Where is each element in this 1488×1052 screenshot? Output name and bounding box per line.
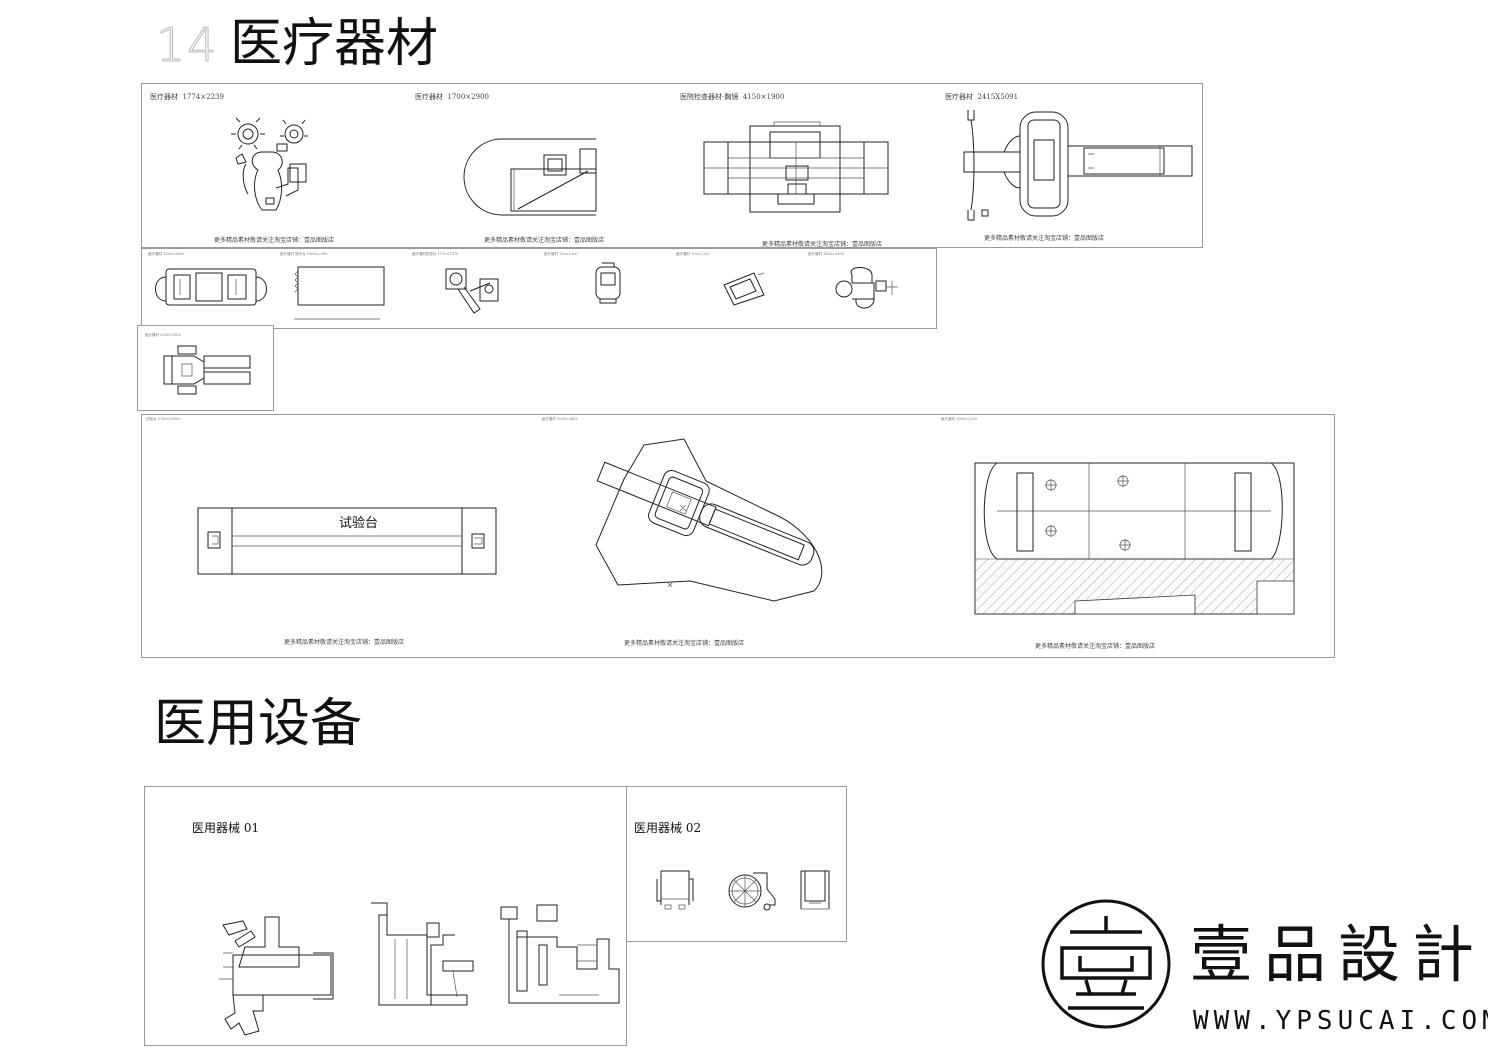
drawing-sheet-d: 试验台 3700×13000 医疗器材 5000×3400 医疗器材 3000×…	[141, 414, 1335, 658]
examination-machine-drawing	[704, 122, 888, 212]
drawing-sheet-f: 医用器械 02	[626, 786, 847, 942]
wheelchair-side-drawing	[727, 869, 777, 913]
wheelchair-front-drawing	[657, 869, 693, 911]
section-title: 医疗器材	[230, 14, 439, 74]
sheet-b-item-3-caption: 医疗器材检查仪 1170×1570	[412, 252, 459, 256]
medical-apparatus-3-drawing	[499, 905, 621, 1005]
drawing-sheet-a: 医疗器材 1774×2239 医疗器材 1700×2900 医院检查器材-胸镜 …	[141, 83, 1203, 248]
treatment-chair-drawing	[164, 346, 254, 396]
sheet-a-item-3-note: 更多精品素材敬请关注淘宝店铺：壹品图版店	[762, 241, 883, 248]
brand-url: WWW.YPSUCAI.COM	[1193, 1006, 1488, 1036]
section-2-title: 医用设备	[154, 694, 363, 754]
drawing-sheet-c: 医疗器材 2000×3500	[137, 325, 274, 411]
sheet-d-item-3-caption: 医疗器材 3000×2200	[941, 417, 977, 421]
rotated-surgical-table-drawing	[584, 435, 834, 605]
sheet-a-item-2-caption: 医疗器材 1700×2900	[415, 93, 489, 101]
sheet-b-item-2-caption: 医疗器材 操作台 1000×2300	[280, 252, 328, 256]
test-bench-drawing	[198, 508, 498, 576]
tilted-device-drawing	[722, 271, 766, 305]
sheet-d-item-2-caption: 医疗器材 5000×3400	[542, 417, 578, 421]
sheet-a-item-4-note: 更多精品素材敬请关注淘宝店铺：壹品图版店	[984, 235, 1105, 242]
section-number: 14	[156, 18, 219, 73]
stretcher-drawing	[152, 265, 270, 309]
surgical-table-drawing	[964, 110, 1196, 220]
medical-cabinet-drawing	[975, 463, 1295, 615]
inspection-instrument-drawing	[446, 267, 502, 313]
drawing-sheet-b: 医疗器材 1500×3900 医疗器材 操作台 1000×2300 医疗器材检查…	[141, 248, 937, 329]
portable-monitor-drawing	[594, 263, 622, 303]
sheet-d-item-1-note: 更多精品素材敬请关注淘宝店铺：壹品图版店	[284, 639, 405, 646]
wheelchair-top-drawing	[799, 869, 831, 913]
sheet-b-item-4-caption: 医疗器材 750×1200	[544, 252, 578, 256]
bench-label: 试验台	[339, 516, 379, 531]
sheet-a-item-3-caption: 医院检查器材-胸镜 4150×1900	[680, 93, 785, 101]
sheet-a-item-2-note: 更多精品素材敬请关注淘宝店铺：壹品图版店	[484, 237, 605, 244]
medical-apparatus-1-drawing	[215, 907, 335, 1035]
sheet-c-caption: 医疗器材 2000×3500	[145, 333, 181, 337]
medical-apparatus-2-drawing	[367, 899, 477, 1011]
dental-chair-drawing	[222, 114, 322, 224]
dental-unit-drawing	[832, 267, 902, 311]
sheet-a-item-4-caption: 医疗器材 2415X5091	[945, 93, 1019, 101]
brand-name: 壹品設計	[1190, 918, 1487, 991]
sheet-e-caption: 医用器械 01	[192, 821, 260, 835]
sheet-a-item-1-caption: 医疗器材 1774×2239	[150, 93, 224, 101]
sheet-d-item-1-caption: 试验台 3700×13000	[146, 417, 181, 421]
sheet-a-item-1-note: 更多精品素材敬请关注淘宝店铺：壹品图版店	[214, 237, 335, 244]
sheet-b-item-6-caption: 医疗器材 1400×1500	[808, 252, 844, 256]
sheet-b-item-1-caption: 医疗器材 1500×3900	[148, 252, 184, 256]
operating-console-drawing	[294, 267, 384, 321]
sheet-b-item-5-caption: 医疗器材 700×1330	[676, 252, 710, 256]
treatment-bed-drawing	[466, 139, 598, 217]
sheet-d-item-2-note: 更多精品素材敬请关注淘宝店铺：壹品图版店	[624, 640, 745, 647]
brand-logo-icon	[1040, 898, 1172, 1030]
sheet-f-caption: 医用器械 02	[634, 821, 702, 835]
sheet-d-item-3-note: 更多精品素材敬请关注淘宝店铺：壹品图版店	[1035, 643, 1156, 650]
drawing-sheet-e: 医用器械 01	[144, 786, 627, 1046]
